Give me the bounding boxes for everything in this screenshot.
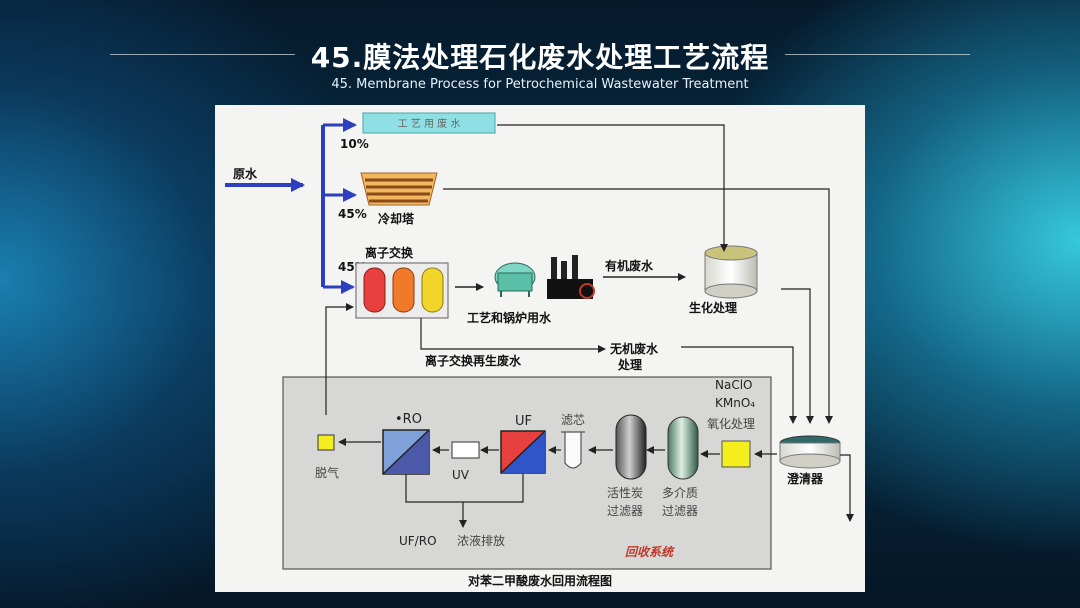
process-diagram: 原水 10% 45% 45% 工 艺 用 废 水 冷却塔 离子交换 工艺和锅炉用… — [215, 105, 865, 592]
clarifier-icon — [779, 435, 841, 469]
inorganic-wastewater-label-1: 无机废水 — [609, 341, 659, 356]
uv-unit — [451, 441, 480, 459]
line-top-box-to-bio — [497, 124, 728, 252]
diagram-caption: 对苯二甲酸废水回用流程图 — [468, 573, 612, 588]
pct-top-label: 10% — [340, 137, 369, 151]
process-wastewater-label: 工 艺 用 废 水 — [398, 117, 461, 130]
pct-mid-label: 45% — [338, 207, 367, 221]
oxidation-label: 氧化处理 — [707, 417, 755, 431]
multimedia-label-1: 多介质 — [662, 486, 698, 500]
filter-core-label: 滤芯 — [561, 413, 585, 427]
ro-label: •RO — [395, 412, 422, 427]
degas-label: 脱气 — [315, 465, 339, 480]
line-ion-regen — [420, 318, 606, 353]
title-line-right — [785, 54, 970, 55]
factory-icon — [547, 255, 595, 299]
cooling-tower-label: 冷却塔 — [378, 211, 415, 226]
process-wastewater-box — [362, 112, 496, 134]
uf-label: UF — [515, 414, 532, 429]
degas-unit — [317, 434, 335, 451]
raw-water-label: 原水 — [233, 166, 258, 181]
activated-carbon-filter-icon — [615, 414, 647, 480]
regen-wastewater-label: 离子交换再生废水 — [425, 353, 522, 368]
line-degas-to-ion — [325, 303, 354, 415]
uv-label: UV — [452, 468, 470, 482]
naclo-label: NaClO — [715, 378, 753, 392]
page-title: 45.膜法处理石化废水处理工艺流程 — [310, 41, 770, 74]
ion-exchange-label: 离子交换 — [365, 245, 414, 260]
uf-ro-label: UF/RO — [399, 534, 437, 548]
process-boiler-label: 工艺和锅炉用水 — [467, 310, 552, 325]
organic-wastewater-label: 有机废水 — [605, 258, 654, 273]
oxidation-unit — [721, 440, 751, 468]
activated-carbon-label-1: 活性炭 — [607, 486, 643, 500]
line-cooling-to-clarifier — [443, 188, 833, 424]
line-concentrate — [405, 474, 524, 503]
cooling-tower-icon — [360, 172, 438, 206]
ion-column-yellow — [421, 267, 444, 313]
title-line-left — [110, 54, 295, 55]
ion-column-orange — [392, 267, 415, 313]
recovery-system-label: 回收系统 — [625, 545, 675, 559]
concentrate-label: 浓液排放 — [457, 533, 505, 548]
ion-column-red — [363, 267, 386, 313]
inorganic-wastewater-label-2: 处理 — [617, 357, 642, 372]
biochemical-label: 生化处理 — [689, 300, 737, 315]
multimedia-filter-icon — [667, 416, 699, 480]
clarifier-label: 澄清器 — [787, 471, 824, 486]
diagram-canvas: 原水 10% 45% 45% 工 艺 用 废 水 冷却塔 离子交换 工艺和锅炉用… — [225, 112, 854, 588]
activated-carbon-label-2: 过滤器 — [607, 504, 643, 518]
filter-core-icon — [564, 432, 582, 469]
page-subtitle: 45. Membrane Process for Petrochemical W… — [331, 77, 749, 92]
line-bio-to-clarifier — [781, 288, 814, 424]
biochemical-tank-icon — [704, 245, 758, 299]
multimedia-label-2: 过滤器 — [662, 504, 698, 518]
uf-module-icon — [500, 430, 546, 474]
boiler-plant-icon — [494, 262, 536, 297]
line-inorganic-to-clarifier — [681, 346, 797, 424]
ro-module-icon — [382, 429, 430, 475]
kmno4-label: KMnO₄ — [715, 396, 755, 410]
line-clarifier-out — [840, 454, 854, 522]
